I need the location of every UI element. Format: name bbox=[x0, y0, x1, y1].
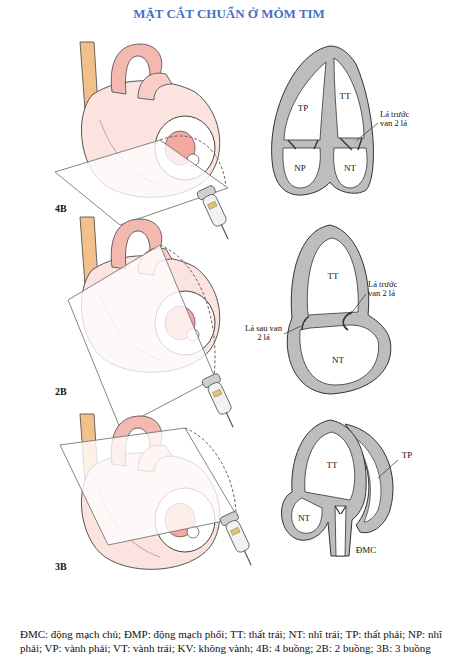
schematic-4b bbox=[272, 46, 378, 195]
left-atrium bbox=[300, 325, 379, 385]
chamber-label: NP bbox=[294, 164, 306, 173]
left-atrium bbox=[292, 498, 322, 533]
callout-label: Lá trước van 2 lá bbox=[380, 110, 422, 129]
heart-wall bbox=[272, 46, 374, 195]
plane-hidden-edge bbox=[160, 245, 215, 376]
heart-wall bbox=[287, 225, 391, 394]
view-label: 4B bbox=[55, 204, 67, 214]
posterior-leaflet bbox=[302, 316, 309, 330]
page-title: MẶT CẮT CHUẨN Ở MỎM TIM bbox=[0, 6, 458, 22]
aorta bbox=[335, 506, 346, 556]
leader-line bbox=[356, 123, 378, 141]
chamber-label: TT bbox=[327, 461, 338, 470]
anterior-leaflet bbox=[343, 312, 352, 330]
left-ventricle bbox=[334, 58, 364, 138]
view-label: 2B bbox=[55, 387, 67, 397]
heart-wall bbox=[282, 420, 367, 556]
chamber-label: TT bbox=[340, 92, 351, 101]
chamber-label: TT bbox=[328, 272, 339, 281]
chamber-label: NT bbox=[344, 164, 356, 173]
chamber-label: NT bbox=[332, 356, 344, 365]
left-atrium bbox=[334, 148, 367, 188]
valve-leaflets bbox=[288, 138, 362, 150]
scan-plane bbox=[68, 245, 215, 428]
chamber-label: TP bbox=[402, 451, 413, 460]
chamber-label: NT bbox=[298, 514, 310, 523]
leader-line bbox=[284, 326, 301, 334]
probe bbox=[219, 511, 259, 569]
callout-label: Lá sau van 2 lá bbox=[244, 324, 283, 343]
callout-label: Lá trước van 2 lá bbox=[368, 280, 410, 299]
schematic-3b bbox=[282, 420, 398, 556]
scan-plane bbox=[60, 428, 238, 545]
right-ventricle bbox=[284, 62, 326, 140]
leader-line bbox=[378, 460, 398, 478]
aortic-valve bbox=[335, 506, 346, 514]
chamber-label: ĐMC bbox=[356, 546, 377, 555]
chamber-label: TP bbox=[298, 104, 309, 113]
left-ventricle bbox=[307, 238, 358, 315]
scan-plane bbox=[55, 140, 228, 225]
right-atrium bbox=[283, 148, 320, 188]
probe bbox=[201, 373, 241, 431]
schematic-2b bbox=[284, 225, 391, 394]
left-ventricle bbox=[305, 432, 355, 500]
plane-hidden-edge bbox=[185, 428, 236, 516]
plane-hidden-edge bbox=[160, 136, 226, 186]
abbreviation-caption: ĐMC: động mạch chủ; ĐMP: động mạch phổi;… bbox=[20, 628, 445, 656]
probe bbox=[196, 185, 236, 243]
leader-line bbox=[350, 294, 366, 315]
view-label: 3B bbox=[55, 562, 67, 572]
